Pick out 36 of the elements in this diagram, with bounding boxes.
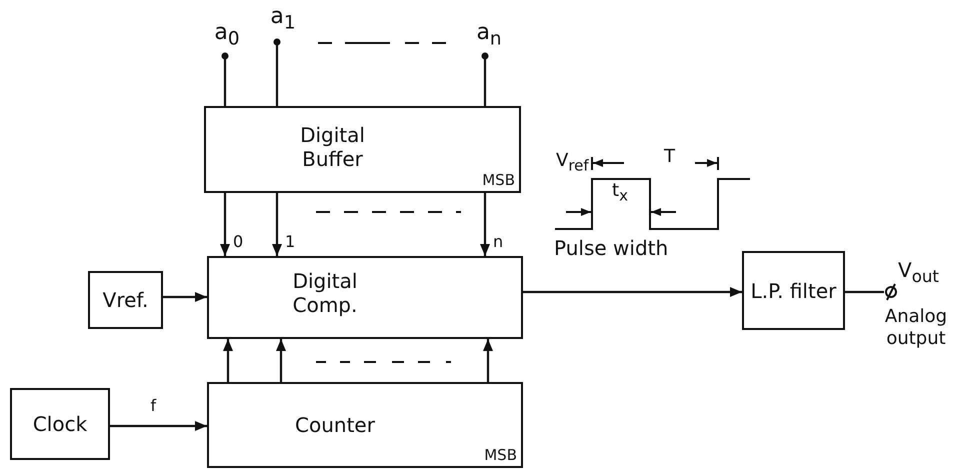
connector-arrow <box>163 292 207 302</box>
pin-label: a$_{n}$ <box>476 20 502 50</box>
pin-label: a$_{1}$ <box>270 4 296 34</box>
msb-label: MSB <box>482 171 515 189</box>
edge-label: f <box>150 398 156 414</box>
edge-label: n <box>493 234 504 250</box>
pin-label: a$_{0}$ <box>214 20 240 50</box>
block-box <box>88 271 163 329</box>
block-box <box>204 106 521 193</box>
connector-arrow <box>110 421 207 431</box>
connector-arrow <box>480 193 490 256</box>
msb-label: MSB <box>484 446 517 464</box>
block-label: Vref. <box>102 288 148 312</box>
waveform-label: Pulse width <box>554 238 668 258</box>
waveform-label: t$_{x}$ <box>612 182 628 204</box>
edge-label: 0 <box>233 234 244 250</box>
connector-arrow <box>272 193 282 256</box>
terminal-label: V$_{out}$ <box>898 258 939 287</box>
connector-arrow <box>483 339 493 382</box>
output-caption: Analog output <box>884 306 948 350</box>
block-label: L.P. filter <box>750 278 836 302</box>
block-box <box>207 256 523 339</box>
edge-label: 1 <box>285 234 296 250</box>
block-label: Digital Comp. <box>292 268 358 316</box>
connector-arrow <box>223 339 233 382</box>
block-label: Counter <box>294 413 376 437</box>
connector-arrow <box>523 287 742 297</box>
block-label: Digital Buffer <box>299 122 366 170</box>
waveform-label: T <box>664 148 675 166</box>
waveform-label: V$_{ref}$ <box>556 152 589 174</box>
connector-arrow <box>276 339 286 382</box>
block-label: Clock <box>32 412 88 436</box>
connector-arrow <box>220 193 230 256</box>
block-box <box>10 388 110 460</box>
block-box <box>207 382 523 468</box>
block-box <box>742 251 845 330</box>
